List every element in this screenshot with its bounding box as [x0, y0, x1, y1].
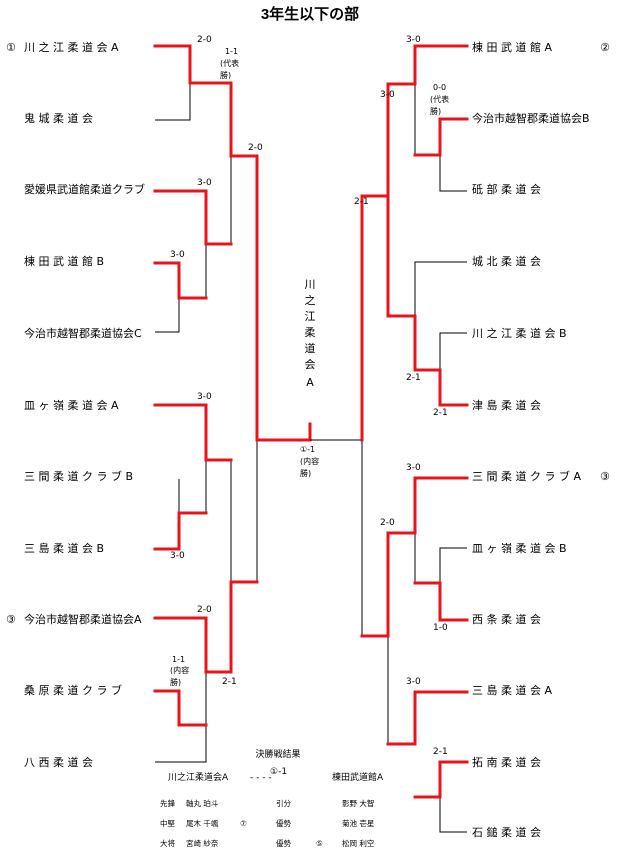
match-score: 1-0	[433, 623, 448, 633]
final-match-score: ①-1	[300, 445, 315, 454]
svg-text:道: 道	[305, 341, 316, 355]
match-score: 2-1	[406, 373, 421, 383]
match-note: (代表	[430, 94, 449, 104]
match-score: 2-0	[248, 143, 263, 153]
match-score: 3-0	[406, 677, 421, 687]
match-score: 2-1	[354, 197, 369, 207]
bout-mark: ⑤	[316, 839, 323, 848]
bout-position: 大将	[160, 838, 175, 848]
seed-badge: ①	[6, 41, 16, 54]
match-note: 勝)	[220, 70, 231, 80]
seed-badge: ③	[6, 613, 16, 626]
team-name-left: 三 間 柔 道 ク ラ ブ B	[24, 469, 133, 483]
champion-label: 川 之 江 柔 道 会 A	[305, 278, 316, 389]
match-score: 3-0	[170, 250, 185, 260]
final-result-heading: 決勝戦結果	[255, 748, 300, 760]
match-note: 勝)	[430, 106, 441, 116]
match-score: 3-0	[197, 178, 212, 188]
match-note: (内容	[170, 665, 189, 675]
right-bracket-winner-lines	[360, 44, 469, 799]
match-score: 2-0	[380, 518, 395, 528]
match-score: 3-0	[170, 551, 185, 561]
match-note: 1-1	[225, 47, 238, 56]
match-score: 2-0	[197, 605, 212, 615]
match-score: 2-1	[222, 677, 237, 687]
svg-text:会: 会	[305, 358, 316, 371]
final-result: 決勝戦結果 川之江柔道会A - - - - ①-1 棟田武道館A 先鋒 軸丸 珀…	[160, 748, 384, 848]
bout-left-player: 軸丸 珀斗	[186, 798, 219, 808]
match-note: (内容	[300, 456, 319, 466]
team-name-left: 八 西 柔 道 会	[24, 755, 93, 769]
match-score: 2-1	[433, 747, 448, 757]
bout-mark: ⑦	[240, 819, 247, 828]
match-score: 2-1	[433, 408, 448, 418]
match-score: 3-0	[197, 392, 212, 402]
bout-right-player: 松岡 利空	[342, 838, 374, 848]
team-name-right: 棟 田 武 道 館 A	[472, 40, 552, 54]
team-name-right: 城 北 柔 道 会	[472, 254, 541, 268]
team-name-left: 三 島 柔 道 会 B	[24, 541, 104, 555]
team-name-left: 今治市越智郡柔道協会C	[24, 326, 142, 340]
final-team-right: 棟田武道館A	[332, 771, 384, 783]
final-separator: - - - -	[250, 773, 272, 783]
left-bracket-winner-lines	[153, 44, 312, 727]
team-name-left: 愛媛県武道館柔道クラブ	[24, 182, 145, 196]
team-name-right: 津 島 柔 道 会	[472, 398, 541, 412]
final-team-left: 川之江柔道会A	[168, 771, 229, 783]
team-name-right: 拓 南 柔 道 会	[472, 755, 541, 769]
page-title: 3年生以下の部	[261, 5, 359, 23]
final-score: ①-1	[270, 767, 287, 777]
svg-text:柔: 柔	[305, 326, 316, 339]
bout-right-player: 影野 大智	[342, 798, 374, 808]
team-name-right: 石 鎚 柔 道 会	[472, 825, 541, 839]
bout-position: 中堅	[160, 818, 175, 828]
match-score: 3-0	[406, 35, 421, 45]
match-score: 2-0	[197, 35, 212, 45]
team-name-right: 西 条 柔 道 会	[472, 612, 541, 626]
match-note: (代表	[220, 58, 239, 68]
match-note: 1-1	[172, 655, 185, 664]
team-name-right: 皿 ヶ 嶺 柔 道 会 B	[472, 541, 567, 555]
bout-left-player: 尾木 千颯	[186, 818, 219, 828]
team-name-left: 川 之 江 柔 道 会 A	[24, 40, 119, 54]
bout-position: 先鋒	[160, 798, 175, 808]
match-note: 勝)	[170, 677, 181, 687]
team-name-left: 棟 田 武 道 館 B	[24, 254, 104, 268]
team-name-left: 鬼 城 柔 道 会	[24, 111, 93, 125]
match-note: 0-0	[433, 83, 446, 92]
team-name-right: 砥 部 柔 道 会	[472, 182, 541, 196]
match-note: 勝)	[300, 468, 311, 478]
svg-text:之: 之	[305, 293, 316, 307]
svg-text:川: 川	[305, 278, 316, 291]
bout-result: 優勢	[276, 818, 291, 828]
bout-result: 引分	[276, 799, 291, 808]
team-name-right: 川 之 江 柔 道 会 B	[472, 326, 567, 340]
bout-left-player: 宮崎 紗奈	[186, 838, 219, 848]
team-name-right: 今治市越智郡柔道協会B	[472, 111, 590, 125]
team-name-left: 桑 原 柔 道 ク ラ ブ	[24, 683, 122, 697]
match-score: 3-0	[380, 90, 395, 100]
team-name-left: 皿 ヶ 嶺 柔 道 会 A	[24, 398, 119, 412]
svg-text:A: A	[306, 376, 314, 389]
team-name-right: 三 間 柔 道 ク ラ ブ A	[472, 469, 581, 483]
svg-text:江: 江	[305, 310, 316, 323]
match-score: 3-0	[406, 463, 421, 473]
seed-badge: ②	[600, 41, 610, 54]
bout-result: 優勢	[276, 838, 291, 848]
team-name-left: 今治市越智郡柔道協会A	[24, 612, 142, 626]
bout-right-player: 菊池 壱星	[342, 818, 375, 828]
seed-badge: ③	[600, 470, 610, 483]
team-name-right: 三 島 柔 道 会 A	[472, 683, 552, 697]
